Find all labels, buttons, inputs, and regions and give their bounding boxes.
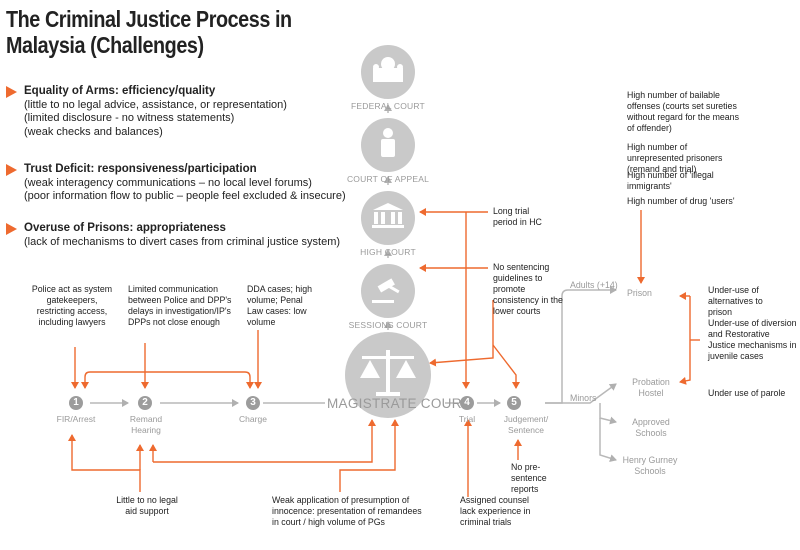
note-illegal-immigrants: High number of 'illegal immigrants' <box>627 170 714 191</box>
minors-label: Minors <box>570 393 597 403</box>
note-no-presentence: No pre-sentence reports <box>511 462 547 494</box>
adults-label: Adults (+14) <box>570 280 618 290</box>
note-parole: Under use of parole <box>708 388 786 398</box>
court-of-appeal-label: COURT OF APPEAL <box>346 174 430 184</box>
challenge-heading: Overuse of Prisons: appropriateness <box>24 222 226 234</box>
challenge-heading: Trust Deficit: responsiveness/participat… <box>24 163 257 175</box>
stage-label: Remand Hearing <box>129 414 163 435</box>
sessions-court-icon <box>361 264 415 318</box>
prison-label: Prison <box>627 288 652 298</box>
challenge-equality: Equality of Arms: efficiency/quality (li… <box>6 85 354 139</box>
page-title: The Criminal Justice Process in Malaysia… <box>6 6 292 58</box>
approved-schools-label: Approved Schools <box>632 417 670 438</box>
challenge-line: (poor information flow to public – peopl… <box>24 190 346 202</box>
stage-label: Judgement/ Sentence <box>503 414 549 435</box>
stage-number: 2 <box>138 396 152 410</box>
note-dda: DDA cases; high volume; Penal Law cases:… <box>247 284 313 327</box>
challenge-line: (weak checks and balances) <box>24 125 163 138</box>
challenge-line: (little to no legal advice, assistance, … <box>24 98 287 111</box>
magistrate-court-label: MAGISTRATE COURT <box>327 396 471 411</box>
challenge-prisons: Overuse of Prisons: appropriateness (lac… <box>6 222 354 249</box>
federal-court-label: FEDERAL COURT <box>351 101 425 111</box>
stage-number: 4 <box>460 396 474 410</box>
note-presumption: Weak application of presumption of innoc… <box>272 495 422 527</box>
bullet-triangle-icon <box>6 223 17 235</box>
note-limited-communication: Limited communication between Police and… <box>128 284 232 327</box>
high-court-label: HIGH COURT <box>360 247 416 257</box>
note-police: Police act as system gatekeepers, restri… <box>31 284 113 327</box>
note-drug-users: High number of drug 'users' <box>627 196 735 206</box>
note-no-guidelines: No sentencing guidelines to promote cons… <box>493 262 563 316</box>
challenge-trust: Trust Deficit: responsiveness/participat… <box>6 163 354 204</box>
probation-hostel-label: Probation Hostel <box>632 377 670 398</box>
stage-label: Trial <box>458 414 476 424</box>
stage-number: 1 <box>69 396 83 410</box>
high-court-icon <box>361 191 415 245</box>
bullet-triangle-icon <box>6 86 17 98</box>
note-long-trial: Long trial period in HC <box>493 206 542 227</box>
henry-gurney-label: Henry Gurney Schools <box>622 455 678 476</box>
bullet-triangle-icon <box>6 164 17 176</box>
challenge-heading: Equality of Arms: efficiency/quality <box>24 85 216 97</box>
note-alternatives: Under-use of alternatives to prison <box>708 285 763 317</box>
note-unrepresented: High number of unrepresented prisoners (… <box>627 142 723 174</box>
stage-label: Charge <box>239 414 267 424</box>
note-counsel: Assigned counsel lack experience in crim… <box>460 495 531 527</box>
challenge-line: (lack of mechanisms to divert cases from… <box>24 235 341 248</box>
challenge-line: (limited disclosure - no witness stateme… <box>24 112 235 124</box>
stage-number: 5 <box>507 396 521 410</box>
note-legal-aid: Little to no legal aid support <box>116 495 178 516</box>
sessions-court-label: SESSIONS COURT <box>348 320 428 330</box>
stage-number: 3 <box>246 396 260 410</box>
note-diversion: Under-use of diversion and Restorative J… <box>708 318 797 361</box>
challenge-line: (weak interagency communications – no lo… <box>24 176 312 189</box>
stage-label: FIR/Arrest <box>56 414 96 424</box>
note-bailable: High number of bailable offenses (courts… <box>627 90 739 133</box>
